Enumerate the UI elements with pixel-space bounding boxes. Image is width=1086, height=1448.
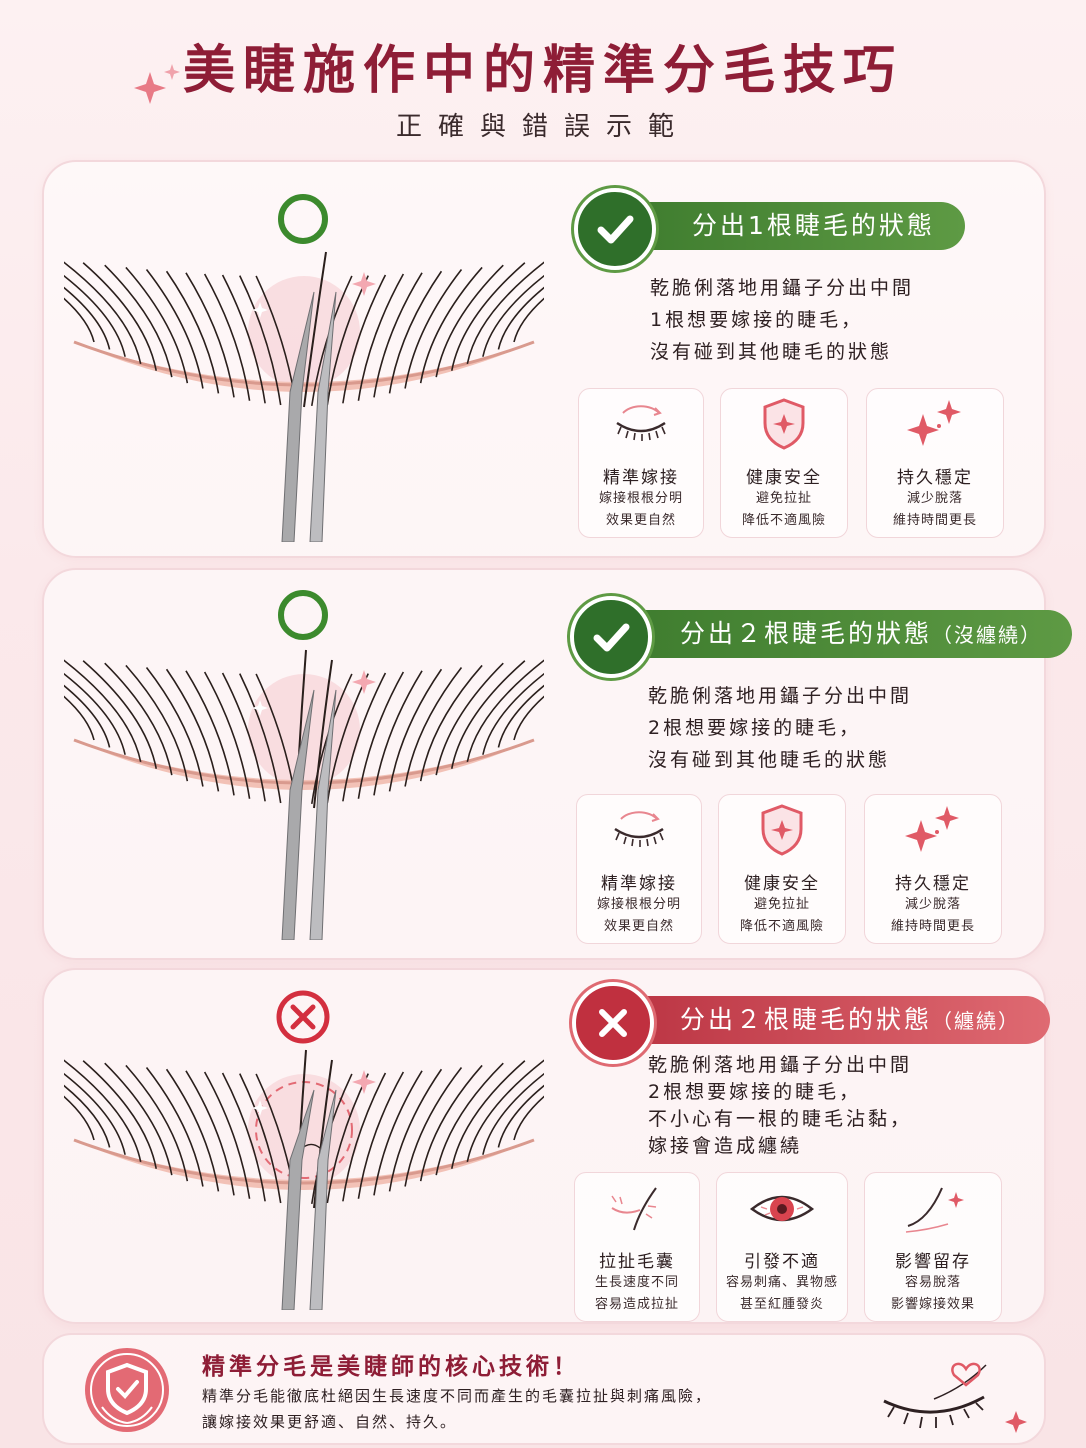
shield-badge-icon — [85, 1348, 169, 1432]
feature-card: 健康安全 避免拉扯 降低不適風險 — [718, 794, 846, 944]
page-subtitle: 正確與錯誤示範 — [395, 112, 690, 142]
footer-text: 精準分毛能徹底杜絕因生長速度不同而產生的毛囊拉扯與刺痛風險， 讓嫁接效果更舒適、… — [202, 1387, 713, 1431]
lash-separation-illustration — [64, 251, 544, 542]
description: 乾脆俐落地用鑷子分出中間 1根想要嫁接的睫毛， 沒有碰到其他睫毛的狀態 — [650, 277, 915, 363]
shield-icon — [721, 389, 847, 459]
cross-mark-icon — [274, 988, 332, 1050]
status-pill: 分出２根睫毛的狀態（纏繞） — [592, 996, 1051, 1044]
falling-lash-icon — [865, 1173, 1001, 1243]
footer-title: 精準分毛是美睫師的核心技術！ — [202, 1353, 580, 1380]
shield-icon — [719, 795, 845, 865]
section-card-1: 分出1根睫毛的狀態 乾脆俐落地用鑷子分出中間 1根想要嫁接的睫毛， 沒有碰到其他… — [42, 160, 1046, 558]
sparkle-icon — [865, 795, 1001, 865]
circle-mark-icon — [276, 588, 330, 646]
closed-eye-icon — [579, 389, 703, 459]
feature-card: 引發不適 容易刺痛、異物感 甚至紅腫發炎 — [716, 1172, 848, 1322]
feature-card: 持久穩定 減少脫落 維持時間更長 — [864, 794, 1002, 944]
feature-card: 精準嫁接 嫁接根根分明 效果更自然 — [576, 794, 702, 944]
sparkle-icon — [134, 64, 180, 104]
footer-banner: 精準分毛是美睫師的核心技術！ 精準分毛能徹底杜絕因生長速度不同而產生的毛囊拉扯與… — [42, 1333, 1046, 1445]
circle-mark-icon — [276, 192, 330, 250]
eyelash-heart-icon — [883, 1362, 1027, 1433]
description: 乾脆俐落地用鑷子分出中間 2根想要嫁接的睫毛， 不小心有一根的睫毛沾黏， 嫁接會… — [648, 1054, 913, 1157]
pulled-lash-icon — [575, 1173, 699, 1243]
page-title: 美睫施作中的精準分毛技巧 — [182, 40, 903, 101]
feature-card: 影響留存 容易脫落 影響嫁接效果 — [864, 1172, 1002, 1322]
pill-title: 分出２根睫毛的狀態 — [680, 619, 933, 648]
section-card-2: 分出２根睫毛的狀態（沒纏繞） 乾脆俐落地用鑷子分出中間 2根想要嫁接的睫毛， 沒… — [42, 568, 1073, 960]
lash-tangle-illustration — [64, 1049, 544, 1310]
section-card-3: 分出２根睫毛的狀態（纏繞） 乾脆俐落地用鑷子分出中間 2根想要嫁接的睫毛， 不小… — [42, 968, 1051, 1324]
status-pill: 分出２根睫毛的狀態（沒纏繞） — [592, 610, 1073, 658]
pill-note: （纏繞） — [932, 1009, 1021, 1033]
check-badge-icon — [570, 596, 652, 678]
red-eye-icon — [717, 1173, 847, 1243]
description: 乾脆俐落地用鑷子分出中間 2根想要嫁接的睫毛， 沒有碰到其他睫毛的狀態 — [648, 685, 913, 771]
pill-title: 分出２根睫毛的狀態 — [680, 1005, 933, 1034]
cross-badge-icon — [572, 982, 654, 1064]
pill-note: （沒纏繞） — [932, 623, 1043, 647]
lash-separation-illustration — [64, 649, 544, 940]
feature-card: 持久穩定 減少脫落 維持時間更長 — [866, 388, 1004, 538]
pill-title: 分出1根睫毛的狀態 — [692, 211, 935, 240]
feature-card: 健康安全 避免拉扯 降低不適風險 — [720, 388, 848, 538]
status-pill: 分出1根睫毛的狀態 — [604, 202, 965, 250]
feature-card: 拉扯毛囊 生長速度不同 容易造成拉扯 — [574, 1172, 700, 1322]
check-badge-icon — [574, 188, 656, 270]
feature-card: 精準嫁接 嫁接根根分明 效果更自然 — [578, 388, 704, 538]
closed-eye-icon — [577, 795, 701, 865]
sparkle-icon — [867, 389, 1003, 459]
